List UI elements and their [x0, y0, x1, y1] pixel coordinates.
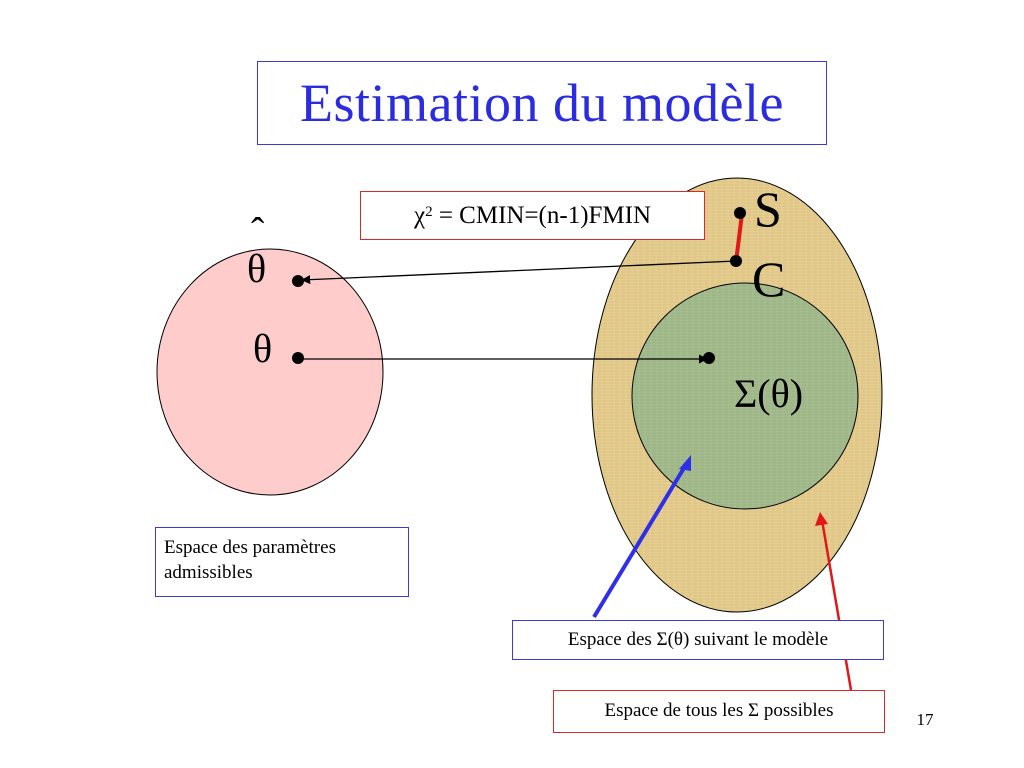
parameter-space-note: Espace des paramètres admissibles [155, 527, 409, 597]
point-theta [292, 352, 304, 364]
point-s [734, 207, 746, 219]
chi-exponent: 2 [425, 204, 433, 220]
label-hat-mark: ˆ [251, 209, 265, 254]
model-space-circle [631, 282, 859, 510]
model-space-note-text: Espace des Σ(θ) suivant le modèle [567, 628, 829, 650]
parameter-space-note-line1: Espace des paramètres [164, 537, 336, 558]
label-s: S [754, 181, 782, 237]
formula-rest: = CMIN=(n-1)FMIN [432, 201, 652, 229]
all-sigma-pointer [820, 519, 853, 691]
label-sigma-theta: Σ(θ) [734, 371, 803, 416]
all-sigma-pointer-head [815, 512, 828, 526]
all-sigma-note: Espace de tous les Σ possibles [553, 690, 885, 733]
page-number: 17 [916, 710, 934, 729]
point-c [730, 255, 742, 267]
c-to-theta-hat-arrow [301, 260, 737, 285]
label-c: C [752, 251, 785, 307]
point-theta-hat [292, 275, 304, 287]
s-c-distance-line [734, 213, 744, 263]
label-theta: θ [253, 326, 272, 371]
page-title: Estimation du modèle [300, 73, 784, 133]
title-box: Estimation du modèle [257, 61, 827, 145]
all-sigma-note-text: Espace de tous les Σ possibles [604, 700, 834, 722]
model-space-pointer [592, 461, 689, 619]
chi-symbol: χ [413, 201, 426, 229]
model-space-note: Espace des Σ(θ) suivant le modèle [512, 620, 884, 660]
point-sigma-theta [703, 352, 715, 364]
parameter-space-note-line2: admissibles [164, 561, 253, 583]
label-theta-hat: θ [247, 246, 266, 291]
parameter-space-circle [156, 248, 384, 496]
model-space-pointer-head [679, 455, 691, 471]
